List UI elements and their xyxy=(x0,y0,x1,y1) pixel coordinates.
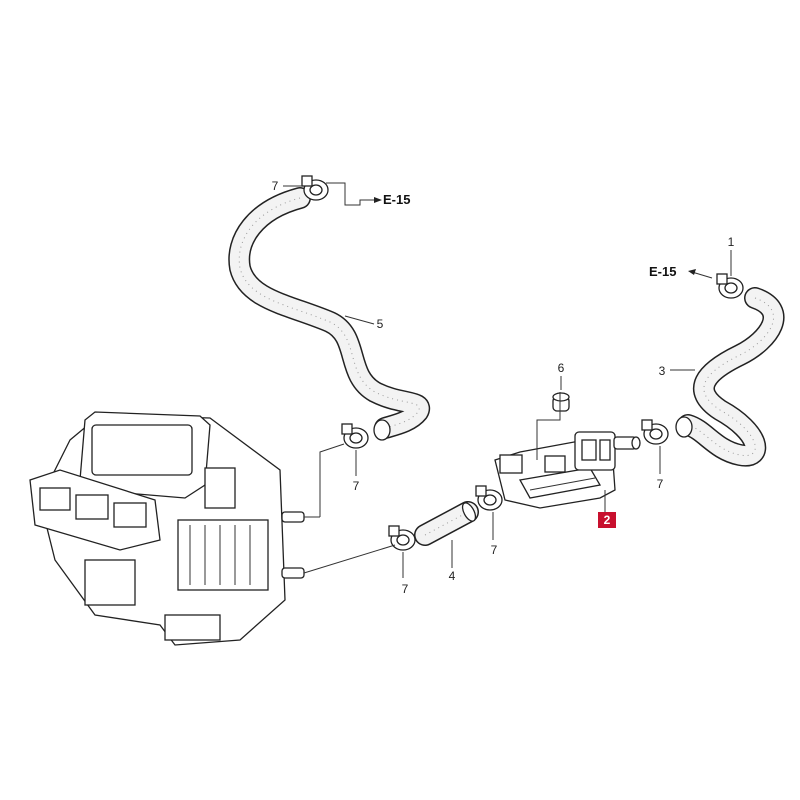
callout-7-right: 7 xyxy=(657,477,664,491)
callout-4: 4 xyxy=(449,569,456,583)
hose-clamp-heater xyxy=(341,419,391,449)
callout-5: 5 xyxy=(377,317,384,331)
hose-clamp-lower-mid xyxy=(475,485,503,511)
callout-7-lower-mid: 7 xyxy=(491,543,498,557)
callout-7-lower-left: 7 xyxy=(402,582,409,596)
hose-4 xyxy=(414,501,479,546)
grommet-6 xyxy=(552,392,570,412)
hose-clip-1 xyxy=(716,273,744,299)
callout-1: 1 xyxy=(728,235,735,249)
hose-3 xyxy=(677,287,785,467)
hose-5 xyxy=(228,187,431,439)
hose-clamp-lower-left xyxy=(388,525,416,551)
hose-clamp-right xyxy=(641,416,693,445)
hose-clamp-top xyxy=(301,175,329,201)
callout-7-heater: 7 xyxy=(353,479,360,493)
ref-right-e15: E-15 xyxy=(649,264,676,279)
callout-3: 3 xyxy=(659,364,666,378)
callout-6: 6 xyxy=(558,361,565,375)
water-valve-2 xyxy=(494,431,641,509)
callout-2: 2 xyxy=(604,513,611,527)
callout-2-highlight xyxy=(598,512,616,528)
callout-7-top: 7 xyxy=(272,179,279,193)
heater-unit xyxy=(29,411,305,646)
ref-left-e15: E-15 xyxy=(383,192,410,207)
